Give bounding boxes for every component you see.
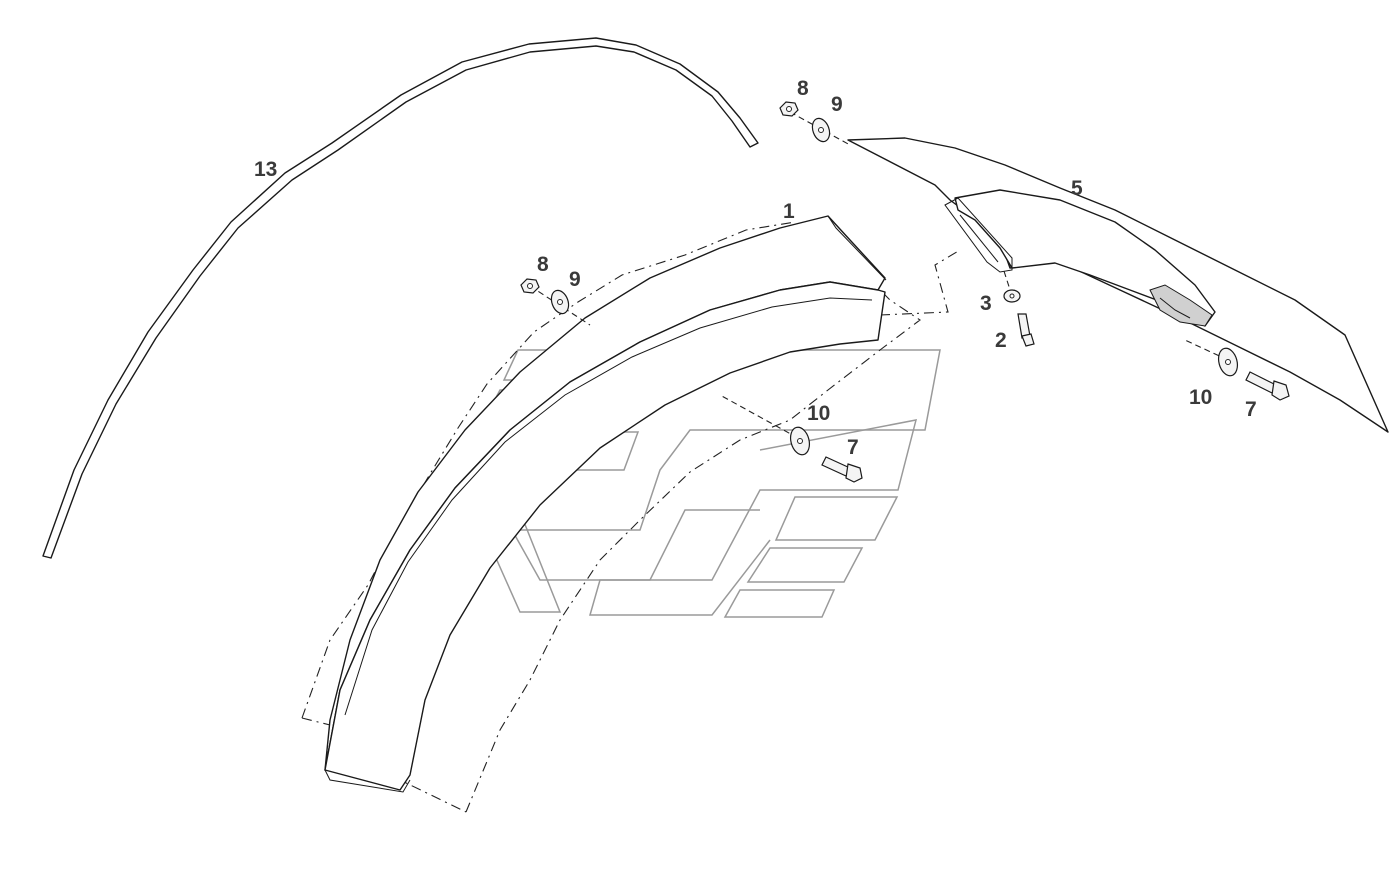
washer-icon: [789, 426, 811, 456]
callout-7-center: 7: [847, 436, 859, 459]
callout-8-upper: 8: [797, 77, 809, 100]
edge-trim-strip: [42, 37, 759, 559]
washer-icon: [550, 289, 570, 315]
callout-13: 13: [254, 158, 277, 181]
callout-5: 5: [1071, 177, 1083, 200]
callout-10-center: 10: [807, 402, 830, 425]
rear-fender-extension: [847, 137, 1389, 433]
washer-icon: [1003, 289, 1021, 303]
callout-1: 1: [783, 200, 795, 223]
front-fender: [324, 215, 887, 793]
washer-icon: [1217, 347, 1239, 377]
callout-3: 3: [980, 292, 992, 315]
bolt-icon: [821, 456, 863, 483]
callout-7-right: 7: [1245, 398, 1257, 421]
bolt-icon: [1017, 313, 1035, 347]
callout-labels: 1 2 3 5 7 7 8 8 9 9 10 10 13: [254, 77, 1257, 459]
callout-9-left: 9: [569, 268, 581, 291]
hex-nut-icon: [779, 101, 799, 117]
hex-nut-icon: [520, 278, 540, 294]
callout-9-upper: 9: [831, 93, 843, 116]
callout-10-right: 10: [1189, 386, 1212, 409]
bolt-icon: [1245, 371, 1290, 401]
callout-2: 2: [995, 329, 1007, 352]
washer-icon: [811, 117, 831, 143]
callout-8-left: 8: [537, 253, 549, 276]
